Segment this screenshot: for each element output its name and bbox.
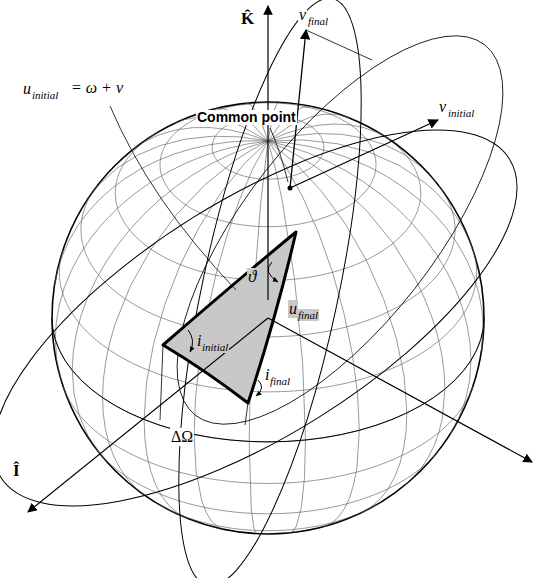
k-axis <box>267 6 268 300</box>
final-orbit <box>141 0 399 578</box>
common-point-dot <box>288 186 293 191</box>
angle-arc <box>256 380 262 396</box>
vector-label: v <box>438 98 447 116</box>
j-axis <box>268 318 532 462</box>
velocity-vector <box>290 120 438 188</box>
angle-label: ϑ <box>247 268 257 287</box>
vector-label: v <box>298 6 307 24</box>
leader-line <box>270 128 288 182</box>
inclination-subscript: initial <box>201 341 229 353</box>
argument-subscript: initial <box>31 89 59 101</box>
node-line <box>245 403 248 425</box>
vector-subscript: initial <box>447 107 475 119</box>
i-axis <box>28 318 268 512</box>
axis-label: Î <box>12 462 21 481</box>
node-line <box>160 345 163 420</box>
node-angle-label: ΔΩ <box>170 428 194 446</box>
angle-arc <box>268 262 278 282</box>
spherical-triangle <box>163 232 296 403</box>
vector-subscript: final <box>307 15 329 27</box>
axis-label: K̂ <box>240 10 255 29</box>
velocity-vector <box>290 30 306 188</box>
angle-arc <box>188 330 193 352</box>
argument-subscript: final <box>297 309 319 321</box>
leader-line <box>110 106 236 290</box>
inclination-subscript: final <box>269 375 291 387</box>
callout-label: Common point <box>196 110 297 125</box>
delta-v-vector <box>306 30 372 60</box>
argument-formula: = ω + ν <box>70 79 124 97</box>
orbit-ring <box>120 0 536 474</box>
